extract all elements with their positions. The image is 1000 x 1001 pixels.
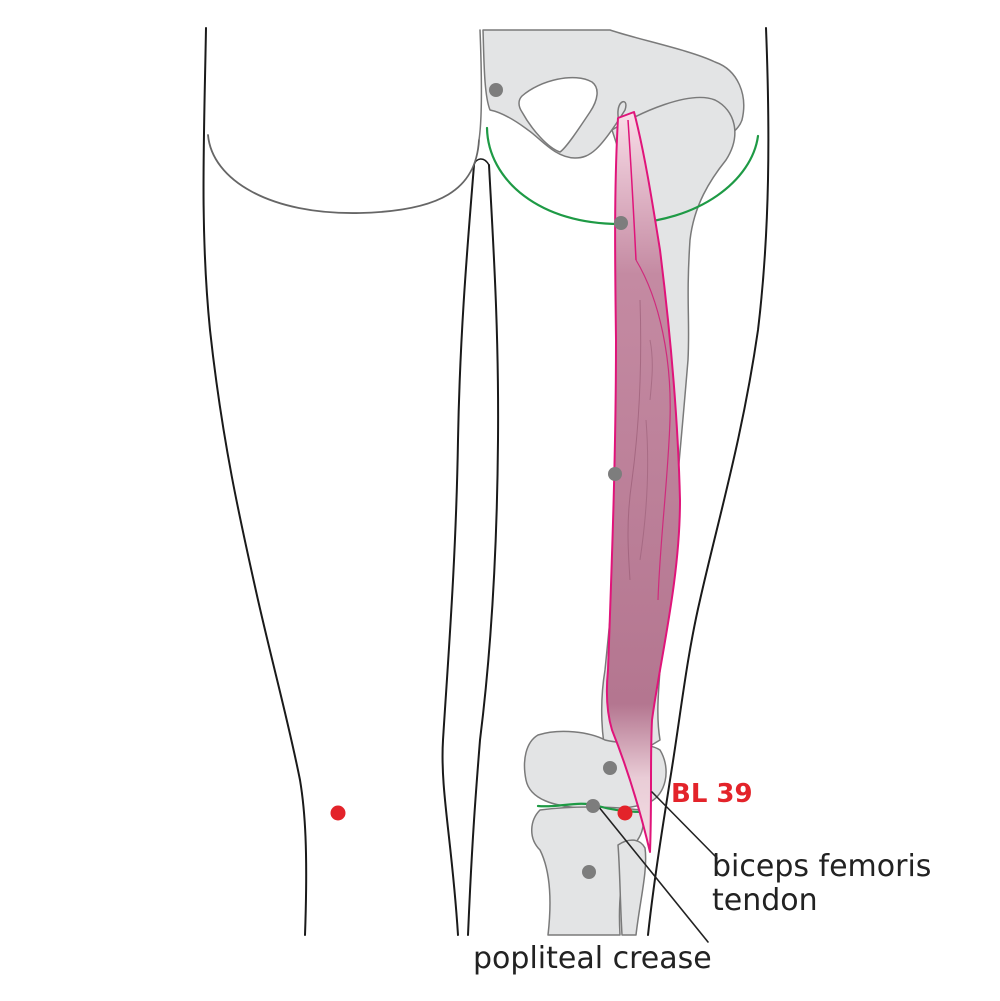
biceps-femoris-muscle xyxy=(605,111,681,853)
tendon-label: biceps femoris tendon xyxy=(712,849,932,919)
landmark-dot xyxy=(603,761,617,775)
landmark-dot xyxy=(608,467,622,481)
right-inner-contour xyxy=(467,164,500,936)
bl39-acupoint-right xyxy=(617,805,633,821)
right-outer-contour xyxy=(647,27,770,936)
bl39-acupoint-left xyxy=(330,805,346,821)
gluteal-cleft xyxy=(478,29,483,141)
crease-label: popliteal crease xyxy=(473,941,712,976)
landmark-dot xyxy=(582,865,596,879)
leader-lines xyxy=(597,791,718,943)
left-outer-contour xyxy=(202,27,308,936)
acupoint-label: BL 39 xyxy=(671,779,753,809)
acupoint-dots xyxy=(330,805,633,821)
tendon-leader-line xyxy=(651,791,718,859)
body-outline xyxy=(202,27,770,936)
landmark-dot xyxy=(614,216,628,230)
left-inner-contour xyxy=(441,164,475,936)
crease-leader-line xyxy=(597,805,709,943)
left-buttock xyxy=(207,134,480,214)
landmark-dot xyxy=(489,83,503,97)
landmark-dot xyxy=(586,799,600,813)
tendon-label-line1: biceps femoris xyxy=(712,849,932,884)
landmark-dots xyxy=(489,83,628,879)
tendon-label-line2: tendon xyxy=(712,883,818,919)
